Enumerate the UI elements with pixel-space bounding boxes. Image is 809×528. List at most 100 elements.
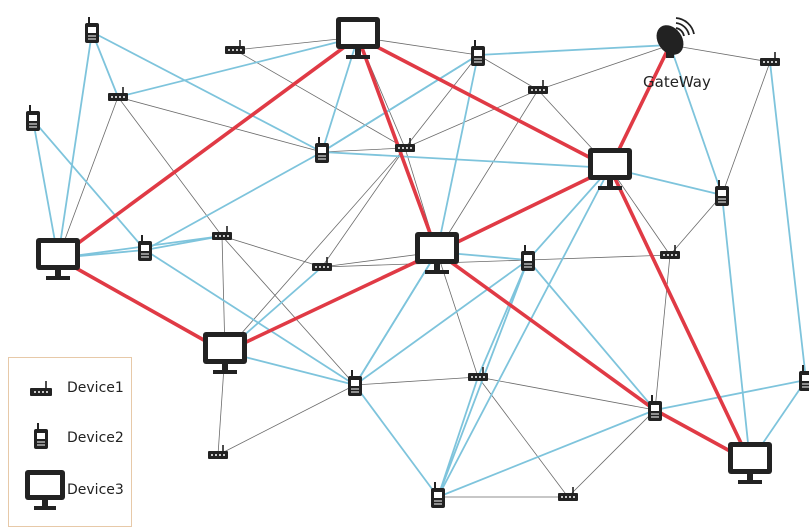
wireless-link-r9-d11 xyxy=(437,376,479,498)
wireless-link-d7-r9 xyxy=(477,259,529,378)
thin-link-d3-r5 xyxy=(404,54,479,149)
thin-link-r4-d6 xyxy=(721,61,771,196)
radio-icon-d10 xyxy=(798,364,809,392)
thin-link-r8-d9 xyxy=(654,254,671,411)
wireless-link-d6-g xyxy=(669,44,723,196)
thin-link-r5-m5 xyxy=(224,147,406,353)
backbone-link-m1-m3 xyxy=(56,35,360,260)
wireless-link-d11-m2 xyxy=(437,167,611,498)
thin-link-d9-r11 xyxy=(567,409,656,498)
monitor-icon-m5 xyxy=(203,332,247,374)
legend-label-device2: Device2 xyxy=(67,430,124,446)
monitor-icon-m1 xyxy=(336,17,380,59)
legend-item-device3: Device3 xyxy=(9,466,131,510)
radio-icon-d2 xyxy=(25,104,41,132)
monitor-icon-m3 xyxy=(36,238,80,280)
radio-icon xyxy=(34,423,48,449)
thin-link-r1-r5 xyxy=(234,49,406,149)
wireless-link-d3-d4 xyxy=(321,54,479,153)
backbone-link-m3-m5 xyxy=(56,256,227,354)
legend-item-device1: Device1 xyxy=(9,366,131,406)
radio-icon-d3 xyxy=(470,39,486,67)
backbone-link-m2-g xyxy=(608,43,672,170)
wireless-link-d1-d4 xyxy=(91,31,323,153)
thin-link-r3-r5 xyxy=(404,89,539,149)
thin-link-r10-d8 xyxy=(217,384,356,456)
radio-icon-d8 xyxy=(347,369,363,397)
backbone-links xyxy=(56,35,752,464)
legend: Device1 Device2 Device3 xyxy=(8,357,132,527)
wireless-link-d3-g xyxy=(477,44,671,56)
wireless-link-d8-m4 xyxy=(354,251,438,386)
radio-icon-d6 xyxy=(714,179,730,207)
wireless-link-d7-m2 xyxy=(527,167,611,261)
legend-label-device3: Device3 xyxy=(67,482,124,498)
legend-label-device1: Device1 xyxy=(67,380,124,396)
wireless-link-d4-m2 xyxy=(321,151,611,169)
wireless-link-d5-d8 xyxy=(144,249,356,386)
thin-link-r5-r7 xyxy=(321,147,406,268)
monitor-icon-m4 xyxy=(415,232,459,274)
monitor-icon-m6 xyxy=(728,442,772,484)
thin-link-d3-r3 xyxy=(477,54,539,91)
thin-link-d8-r9 xyxy=(354,376,479,386)
backbone-link-m2-m6 xyxy=(608,166,752,464)
gateway-node: GateWay xyxy=(643,17,711,91)
thin-link-r8-d6 xyxy=(669,194,723,256)
thin-link-d7-r8 xyxy=(527,254,671,261)
wireless-link-d1-m3 xyxy=(57,31,93,259)
wireless-link-d7-d8 xyxy=(354,259,529,386)
wireless-link-r2-m1 xyxy=(117,36,359,98)
thin-link-r6-r7 xyxy=(221,235,323,268)
wireless-link-d7-d9 xyxy=(527,259,656,411)
gateway-label: GateWay xyxy=(643,73,711,91)
thin-link-r2-d4 xyxy=(117,96,323,153)
router-icon-r10 xyxy=(207,444,229,460)
radio-icon-d9 xyxy=(647,394,663,422)
thin-link-r9-r11 xyxy=(477,376,569,498)
wireless-link-d3-m4 xyxy=(436,54,479,253)
router-icon-r4 xyxy=(759,51,781,67)
thin-link-g-r3 xyxy=(537,44,671,91)
router-icon-r7 xyxy=(311,256,333,272)
thin-link-r4-g xyxy=(669,44,771,63)
thin-link-r6-d8 xyxy=(221,235,356,386)
backbone-link-m1-m2 xyxy=(356,35,612,170)
wireless-link-d10-d9 xyxy=(654,379,807,411)
router-icon-r9 xyxy=(467,366,489,382)
router-icon-r6 xyxy=(211,225,233,241)
wireless-link-d2-d5 xyxy=(32,119,146,251)
thin-link-r2-m3 xyxy=(57,96,119,259)
router-icon-r5 xyxy=(394,137,416,153)
radio-icon-d4 xyxy=(314,136,330,164)
router-icon-r1 xyxy=(224,39,246,55)
legend-item-device2: Device2 xyxy=(9,416,131,456)
router-icon-r3 xyxy=(527,79,549,95)
backbone-link-m5-m4 xyxy=(223,250,439,354)
wireless-link-d5-d4 xyxy=(144,151,323,251)
router-icon-r11 xyxy=(557,486,579,502)
radio-icon-d5 xyxy=(137,234,153,262)
backbone-link-m4-d9 xyxy=(435,250,657,412)
thin-link-r2-r6 xyxy=(117,96,223,237)
wireless-link-r4-d10 xyxy=(769,61,807,381)
monitor-icon-m2 xyxy=(588,148,632,190)
router-icon-r2 xyxy=(107,86,129,102)
router-icon xyxy=(30,381,52,396)
backbone-link-m2-m4 xyxy=(435,166,612,254)
wireless-link-d6-m6 xyxy=(721,194,751,463)
satellite-dish-icon xyxy=(656,17,695,58)
thin-link-r5-d4 xyxy=(321,147,406,153)
thin-link-r9-d9 xyxy=(477,376,656,411)
wireless-link-d9-d11 xyxy=(437,409,656,498)
radio-icon-d1 xyxy=(84,16,100,44)
wireless-link-d4-m1 xyxy=(321,36,359,153)
wireless-link-d8-d11 xyxy=(354,384,439,498)
wireless-link-d2-m3 xyxy=(32,119,59,259)
thin-link-r3-m4 xyxy=(436,89,539,253)
thin-link-r8-m2 xyxy=(609,167,671,256)
radio-icon-d7 xyxy=(520,244,536,272)
monitor-icon xyxy=(25,470,65,510)
